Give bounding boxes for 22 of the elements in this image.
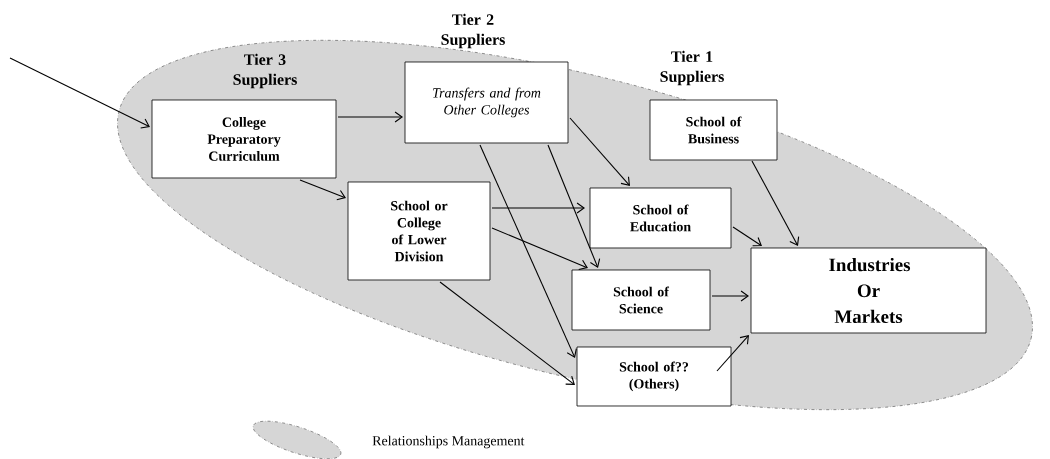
legend-text: Relationships Management <box>372 435 525 449</box>
school-box: School or College of Lower Division <box>347 181 491 281</box>
school-box: School of?? (Others) <box>576 346 732 407</box>
arrow <box>491 202 585 214</box>
arrow <box>299 179 346 201</box>
arrow <box>569 117 630 186</box>
school-box: Industries Or Markets <box>750 247 987 334</box>
arrow <box>479 144 577 358</box>
arrow <box>751 160 800 246</box>
arrow <box>491 227 588 271</box>
arrow <box>732 226 762 247</box>
school-box: School of Science <box>571 269 711 331</box>
arrow <box>337 111 403 123</box>
arrow <box>711 290 749 302</box>
arrow <box>439 281 575 385</box>
school-box: College Preparatory Curriculum <box>151 99 337 179</box>
arrow <box>716 335 749 372</box>
arrow <box>9 57 150 129</box>
school-box: School of Business <box>649 99 778 161</box>
arrow <box>547 144 601 268</box>
school-box: Transfers and from Other Colleges <box>404 61 569 144</box>
school-box: School of Education <box>589 187 732 249</box>
